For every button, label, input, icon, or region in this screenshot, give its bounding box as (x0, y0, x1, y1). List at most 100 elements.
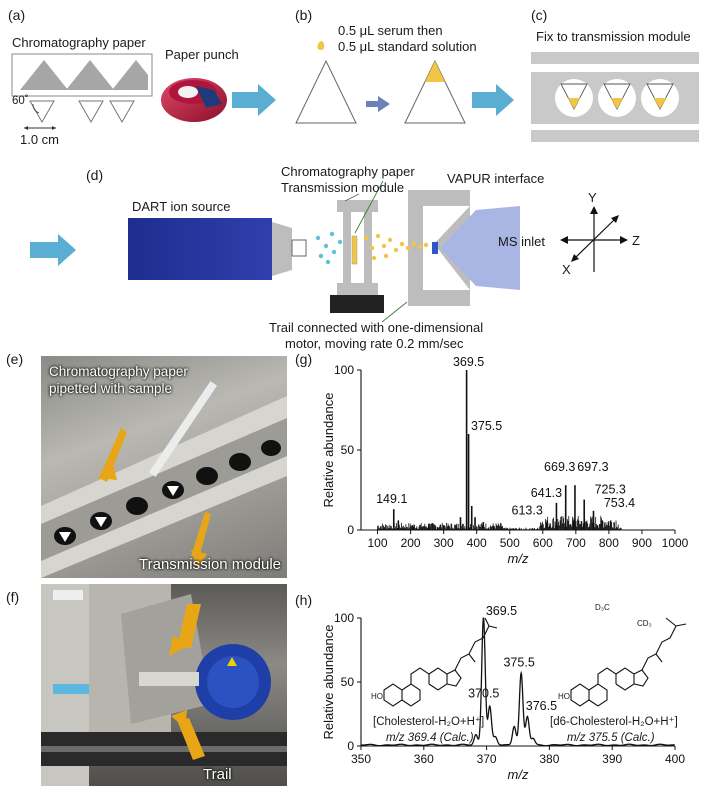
d3c-label: D₃C (595, 603, 610, 612)
label-e: (e) (6, 351, 24, 367)
x-tick-label: 500 (500, 536, 520, 550)
label-f: (f) (6, 589, 20, 605)
x-axis-label: m/z (508, 551, 529, 566)
y-axis-label: Relative abundance (321, 625, 336, 740)
droplet-15 (411, 241, 417, 247)
droplet-5 (337, 239, 343, 245)
peak-label-725.3: 725.3 (595, 483, 626, 497)
sample-spot (425, 61, 445, 82)
dart-label: DART ion source (132, 199, 231, 214)
compound1-mz: m/z 369.4 (Calc.) (386, 732, 474, 744)
y-tick-label: 50 (341, 675, 355, 689)
label-d: (d) (86, 167, 104, 183)
standard-text: 0.5 μL standard solution (338, 39, 477, 54)
photo-f-text: Trail (203, 766, 232, 783)
peak-label-375.5: 375.5 (503, 655, 534, 669)
y-tick-label: 0 (347, 739, 354, 753)
peak-label-641.3: 641.3 (531, 486, 562, 500)
label-h: (h) (295, 592, 313, 608)
droplet-icon (317, 41, 325, 50)
x-tick-label: 700 (566, 536, 586, 550)
module-strip (531, 52, 699, 142)
x-tick-label: 400 (467, 536, 487, 550)
droplet-18 (371, 255, 377, 261)
x-tick-label: 200 (401, 536, 421, 550)
peak-label-376.5: 376.5 (526, 699, 557, 713)
droplet-2 (318, 253, 324, 259)
peak-label-370.5: 370.5 (468, 687, 499, 701)
length-label: 1.0 cm (20, 132, 60, 147)
droplet-10 (381, 243, 387, 249)
compound2-name: [d6-Cholesterol-H₂O+H⁺] (550, 716, 678, 728)
droplet-6 (325, 259, 331, 265)
droplet-7 (363, 235, 369, 241)
x-tick-label: 800 (599, 536, 619, 550)
ho-label-2: HO (558, 692, 570, 701)
droplet-11 (387, 237, 393, 243)
trail-label-1: Trail connected with one-dimensional (269, 320, 484, 335)
triangle-after (404, 59, 466, 124)
droplet-19 (383, 253, 389, 259)
transmission-module-side (330, 200, 384, 313)
triangle-before (295, 59, 357, 124)
arrow-c-d-icon (30, 234, 76, 266)
peak-label-613.3: 613.3 (512, 503, 543, 517)
y-tick-label: 50 (341, 443, 355, 457)
peak-label-375.5: 375.5 (471, 419, 502, 433)
peak-label-149.1: 149.1 (376, 492, 407, 506)
peak-label-697.3: 697.3 (577, 460, 608, 474)
x-tick-label: 1000 (662, 536, 689, 550)
photo-e-text-1: Chromatography paper (49, 364, 188, 379)
x-tick-label: 390 (602, 752, 622, 766)
paper-punch (161, 78, 227, 122)
x-tick-label: 360 (414, 752, 434, 766)
droplet-9 (375, 233, 381, 239)
label-a: (a) (8, 7, 26, 23)
spectrum-trace (360, 617, 675, 747)
axis-x-label: X (562, 262, 571, 277)
x-axis-label: m/z (508, 767, 529, 782)
punch-label: Paper punch (165, 47, 239, 62)
ho-label-1: HO (371, 692, 383, 701)
droplet-12 (393, 247, 399, 253)
droplet-14 (405, 245, 411, 251)
x-tick-label: 370 (477, 752, 497, 766)
leader-paper (354, 180, 384, 234)
module-label: Transmission module (281, 180, 405, 195)
ion-droplets (315, 231, 429, 265)
peak-label-669.3: 669.3 (544, 460, 575, 474)
droplet-17 (423, 242, 429, 248)
label-g: (g) (295, 351, 313, 367)
x-tick-label: 400 (665, 752, 685, 766)
vapur-label: VAPUR interface (447, 171, 545, 186)
droplet-0 (315, 235, 321, 241)
x-tick-label: 100 (368, 536, 388, 550)
photo-f: Trail (41, 584, 287, 786)
arrow-a-b-icon (232, 84, 276, 116)
droplet-8 (369, 245, 375, 251)
angle-arc (32, 103, 40, 114)
photo-e-text-2: pipetted with sample (49, 381, 173, 396)
trail-label-2: motor, moving rate 0.2 mm/sec (285, 336, 464, 351)
xyz-axes-icon (560, 206, 628, 272)
chrom-paper-label: Chromatography paper (281, 164, 415, 179)
y-tick-label: 100 (334, 363, 354, 377)
label-c: (c) (531, 7, 548, 23)
y-tick-label: 100 (334, 611, 354, 625)
peak-label-369.5: 369.5 (486, 604, 517, 618)
axis-y-label: Y (588, 190, 597, 205)
x-tick-label: 350 (351, 752, 371, 766)
compound1-name: [Cholesterol-H₂O+H⁺] (373, 716, 485, 728)
axis-z-label: Z (632, 233, 640, 248)
droplet-16 (417, 244, 423, 250)
peak-label-753.4: 753.4 (604, 496, 635, 510)
droplet-3 (329, 231, 335, 237)
dart-ion-source (128, 218, 307, 280)
droplet-13 (399, 241, 405, 247)
arrow-small-icon (366, 96, 390, 112)
y-axis-label: Relative abundance (321, 393, 336, 508)
paper-label: Chromatography paper (12, 35, 146, 50)
